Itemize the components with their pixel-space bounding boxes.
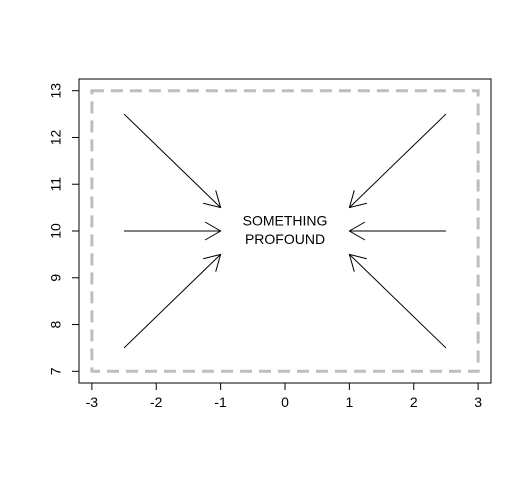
x-tick-label: 3 — [474, 394, 482, 410]
y-tick-label: 7 — [48, 367, 64, 375]
y-tick-label: 11 — [48, 177, 64, 192]
y-axis: 7 8 9 10 11 12 13 — [48, 83, 80, 375]
y-tick-label: 8 — [48, 320, 64, 328]
y-tick-label: 12 — [48, 129, 64, 145]
y-tick-label: 9 — [48, 274, 64, 282]
arrow-shaft — [123, 113, 221, 208]
x-tick-label: 2 — [410, 394, 418, 410]
y-tick-label: 13 — [48, 83, 64, 99]
annotation-text-2: PROFOUND — [245, 231, 325, 247]
dashed-rectangle-layer — [90, 89, 480, 373]
arrow-head — [203, 253, 222, 272]
arrow-shaft — [349, 113, 447, 208]
arrow-shaft — [349, 254, 447, 349]
arrow-4 — [348, 113, 447, 209]
arrows-layer — [123, 113, 447, 349]
dashed-rectangle — [90, 89, 480, 373]
arrow-shaft — [123, 254, 221, 349]
annotation-layer: SOMETHING PROFOUND — [243, 212, 328, 247]
arrow-1 — [123, 113, 222, 209]
x-tick-label: 0 — [281, 394, 289, 410]
arrow-3 — [123, 253, 222, 349]
arrow-head — [348, 253, 367, 272]
y-tick-label: 10 — [48, 223, 64, 239]
arrow-head — [204, 221, 222, 241]
x-tick-label: -3 — [86, 394, 99, 410]
arrow-head — [348, 190, 367, 209]
x-tick-label: -1 — [214, 394, 227, 410]
arrow-head — [203, 190, 222, 209]
arrow-2 — [124, 221, 222, 241]
x-tick-label: 1 — [345, 394, 353, 410]
annotation-text-1: SOMETHING — [243, 212, 328, 228]
arrow-6 — [348, 253, 447, 349]
arrow-5 — [348, 221, 446, 241]
x-tick-label: -2 — [150, 394, 163, 410]
arrow-head — [348, 221, 366, 241]
x-axis: -3 -2 -1 0 1 2 3 — [86, 382, 482, 410]
